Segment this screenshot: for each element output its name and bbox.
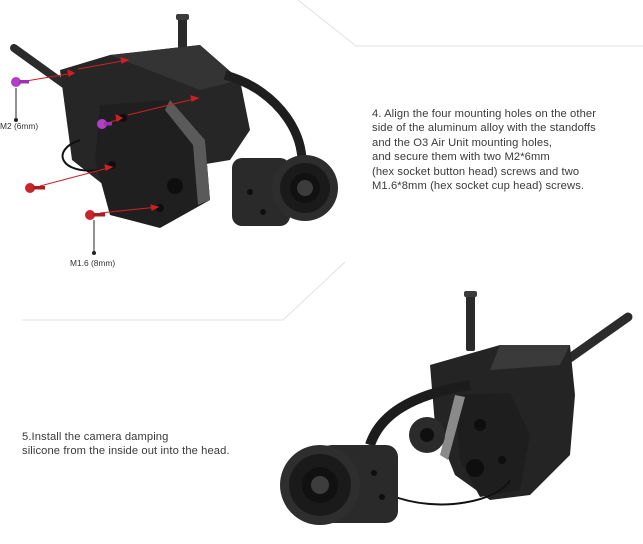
step4-instruction: 4. Align the four mounting holes on the … (372, 108, 597, 193)
mount-hole (156, 204, 164, 212)
m2-screw-icon (97, 119, 112, 129)
damping-silicone (409, 417, 445, 453)
step5-illustration (280, 291, 633, 525)
mount-hole (167, 178, 183, 194)
cable (61, 139, 101, 172)
side-arm (365, 380, 471, 447)
step4-illustration (10, 14, 338, 255)
antenna-tube (555, 312, 633, 370)
step5-instruction: 5.Install the camera damping silicone fr… (22, 431, 230, 458)
antenna-tube (10, 44, 68, 88)
m2-screw-icon (11, 77, 29, 87)
camera-unit (280, 445, 398, 525)
callout-dot (92, 251, 96, 255)
m16-screw-icon (85, 210, 105, 220)
standoff-rod (466, 291, 475, 351)
side-plate (95, 100, 210, 228)
callout-leaders (15, 88, 95, 252)
camera-unit (232, 155, 338, 226)
callout-dot (14, 118, 18, 122)
m16-screw-icon (25, 183, 45, 193)
m2-screw-label: M2 (6mm) (0, 121, 39, 131)
m16-screw-label: M1.6 (8mm) (70, 258, 116, 268)
cable (389, 479, 511, 506)
